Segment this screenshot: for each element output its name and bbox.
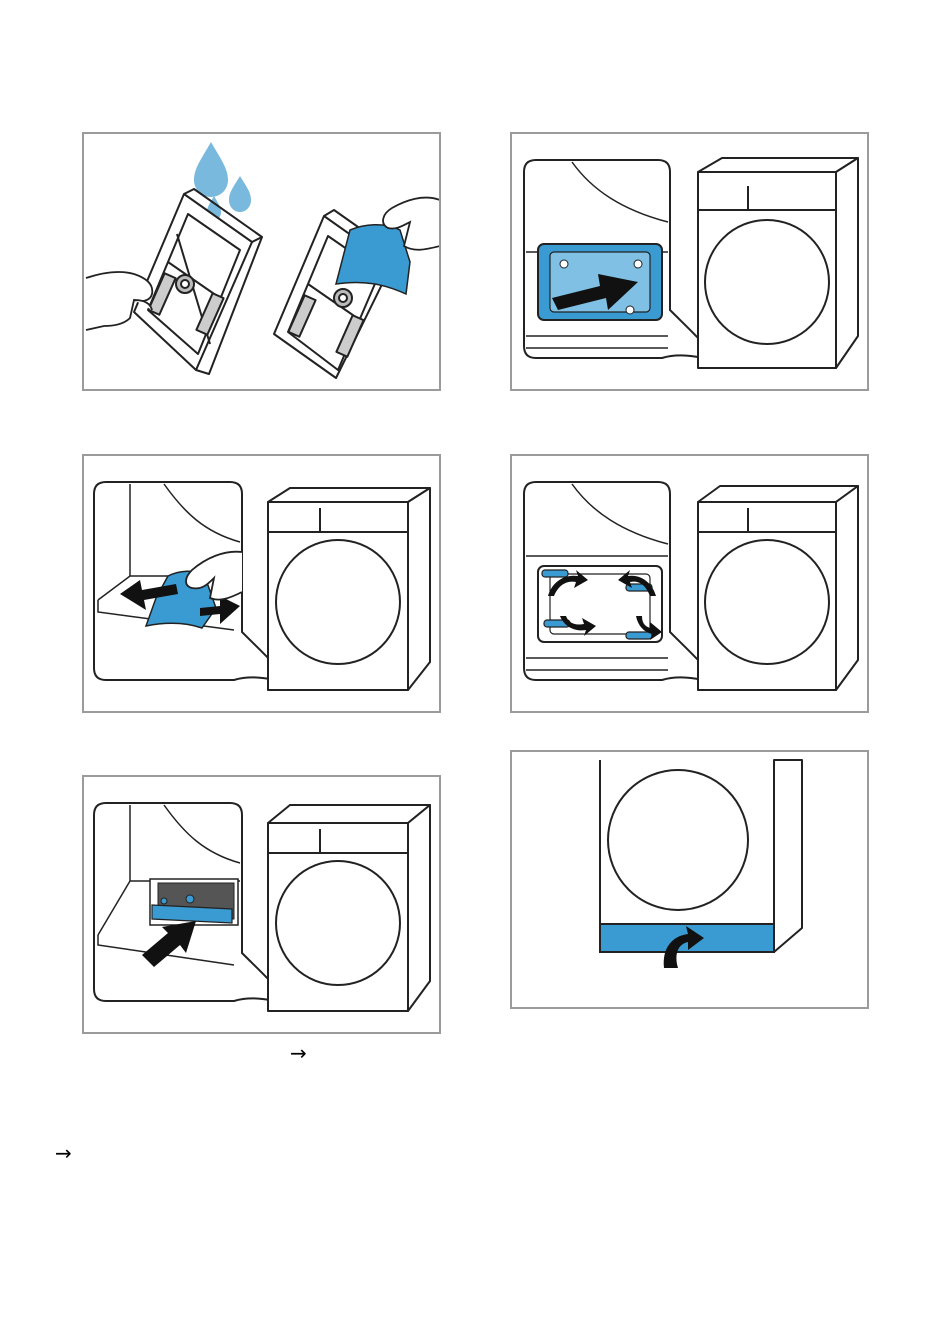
heat-exchanger-icon: [150, 879, 238, 925]
dryer-icon: [698, 486, 858, 690]
dryer-icon: [268, 805, 430, 1011]
hand-icon: [86, 272, 152, 330]
panel-insert-cover: [510, 132, 869, 391]
fluff-filter-icon: [134, 189, 262, 374]
dryer-icon: [268, 488, 430, 690]
margin-arrow: →: [55, 1143, 72, 1163]
dryer-icon: [698, 158, 858, 368]
inline-arrow: →: [290, 1043, 307, 1063]
panel-lock-levers: [510, 454, 869, 713]
panel-rinse-filter: [82, 132, 441, 391]
panel-remove-mat: [82, 454, 441, 713]
panel-close-flap: [510, 750, 869, 1009]
panel-insert-exchanger: [82, 775, 441, 1034]
